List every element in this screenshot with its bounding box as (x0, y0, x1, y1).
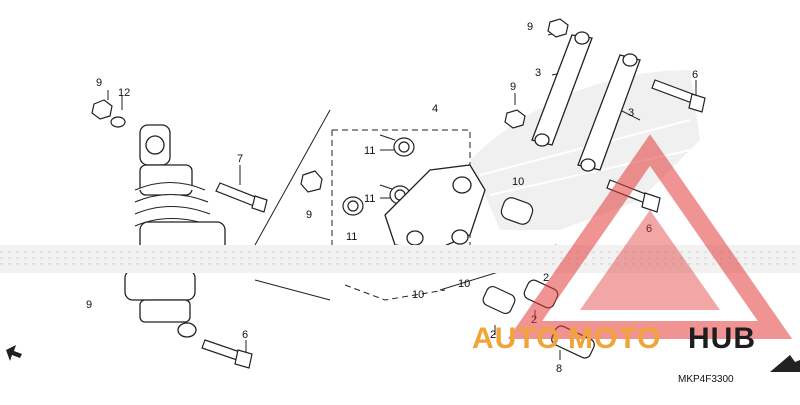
collar-10 (500, 197, 534, 225)
nut-part (91, 99, 126, 128)
watermark-logo: AUTO MOTO HUB (472, 134, 793, 355)
watermark-text-moto: MOTO (568, 322, 661, 355)
scan-noise-band (0, 245, 800, 273)
callout-9: 9 (510, 81, 516, 93)
callout-2: 2 (543, 272, 549, 284)
callout-3: 3 (535, 67, 541, 79)
callout-6: 6 (646, 223, 652, 235)
diagram-code: MKP4F3300 (678, 374, 734, 385)
link-plates (531, 31, 641, 172)
callout-4: 4 (432, 103, 438, 115)
callout-11: 11 (364, 145, 375, 157)
rear-shock-absorber (124, 124, 226, 338)
callout-9: 9 (96, 77, 102, 89)
callout-3: 3 (628, 107, 634, 119)
front-arrow-icon (770, 355, 800, 372)
watermark-triangle (507, 134, 793, 339)
nut-9-top (504, 18, 569, 129)
callout-2: 2 (490, 329, 496, 341)
callout-9: 9 (86, 299, 92, 311)
bolt-7 (215, 182, 268, 213)
callout-6: 6 (242, 329, 248, 341)
callout-10: 10 (412, 289, 424, 301)
callout-6: 6 (692, 69, 698, 81)
callout-10: 10 (512, 176, 524, 188)
callout-11: 11 (364, 193, 375, 205)
callout-10: 10 (458, 278, 470, 290)
watermark-text-hub: HUB (688, 322, 756, 355)
callout-9: 9 (527, 21, 533, 33)
front-arrow-icon (6, 345, 22, 361)
callout-numbers: 9 12 7 9 9 6 3 3 9 4 11 11 11 10 6 9 10 … (86, 21, 698, 375)
nut-9-middle (300, 170, 323, 193)
shock-arm (384, 164, 486, 251)
callout-7: 7 (237, 153, 243, 165)
watermark-text-auto: AUTO (472, 322, 560, 355)
callout-9: 9 (306, 209, 312, 221)
callout-12: 12 (118, 87, 130, 99)
callout-8: 8 (556, 363, 562, 375)
callout-11: 11 (346, 231, 357, 243)
